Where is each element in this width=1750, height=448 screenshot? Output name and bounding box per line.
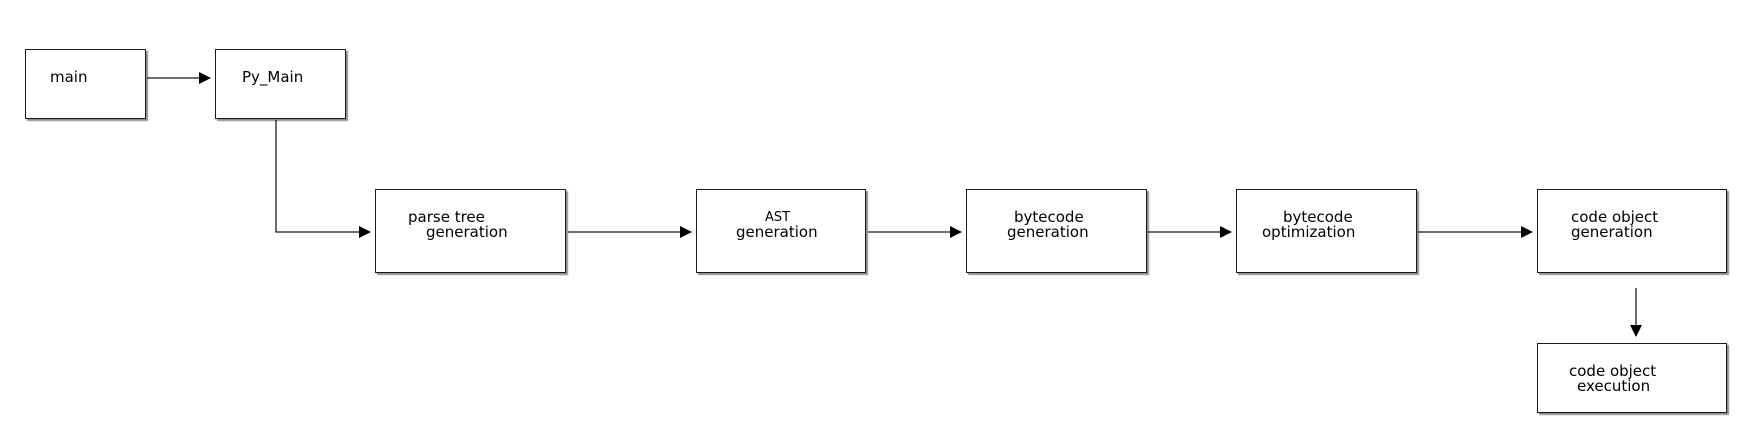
node-bytecode-opt-line2: optimization: [1262, 223, 1356, 241]
node-bytecode-optimization: [1236, 189, 1417, 273]
node-ast-label: AST generation: [736, 210, 818, 240]
node-bytecode-gen-label: bytecode generation: [1007, 210, 1089, 240]
node-main-text: main: [50, 68, 88, 86]
node-py-main-label: Py_Main: [242, 70, 303, 85]
node-code-obj-gen-line1: code object: [1571, 208, 1659, 226]
node-parse-tree-line1: parse tree: [408, 208, 485, 226]
node-parse-tree-generation: [375, 189, 566, 273]
node-code-obj-exec-label: code object execution: [1569, 364, 1656, 394]
node-code-object-generation: [1537, 189, 1727, 273]
node-ast-line1: AST: [765, 210, 791, 225]
node-code-object-execution: [1537, 343, 1727, 413]
node-py-main: [215, 49, 346, 119]
node-main-label: main: [50, 70, 87, 85]
edge-py-main-to-parse-tree: [275, 120, 371, 238]
node-code-obj-gen-line2: generation: [1571, 223, 1653, 241]
node-bytecode-generation: [966, 189, 1147, 273]
node-code-obj-exec-line2: execution: [1577, 377, 1651, 395]
node-py-main-text: Py_Main: [242, 68, 304, 86]
node-bytecode-opt-label: bytecode optimization: [1262, 210, 1355, 240]
node-bytecode-opt-line1: bytecode: [1283, 208, 1353, 226]
node-bytecode-gen-line1: bytecode: [1014, 208, 1084, 226]
node-ast-generation: [696, 189, 866, 273]
node-ast-line2: generation: [736, 223, 818, 241]
node-main: [25, 49, 146, 119]
node-code-obj-gen-label: code object generation: [1571, 210, 1658, 240]
node-code-obj-exec-line1: code object: [1569, 362, 1657, 380]
node-parse-tree-label: parse tree generation: [408, 210, 508, 240]
node-bytecode-gen-line2: generation: [1007, 223, 1089, 241]
node-parse-tree-line2: generation: [426, 223, 508, 241]
